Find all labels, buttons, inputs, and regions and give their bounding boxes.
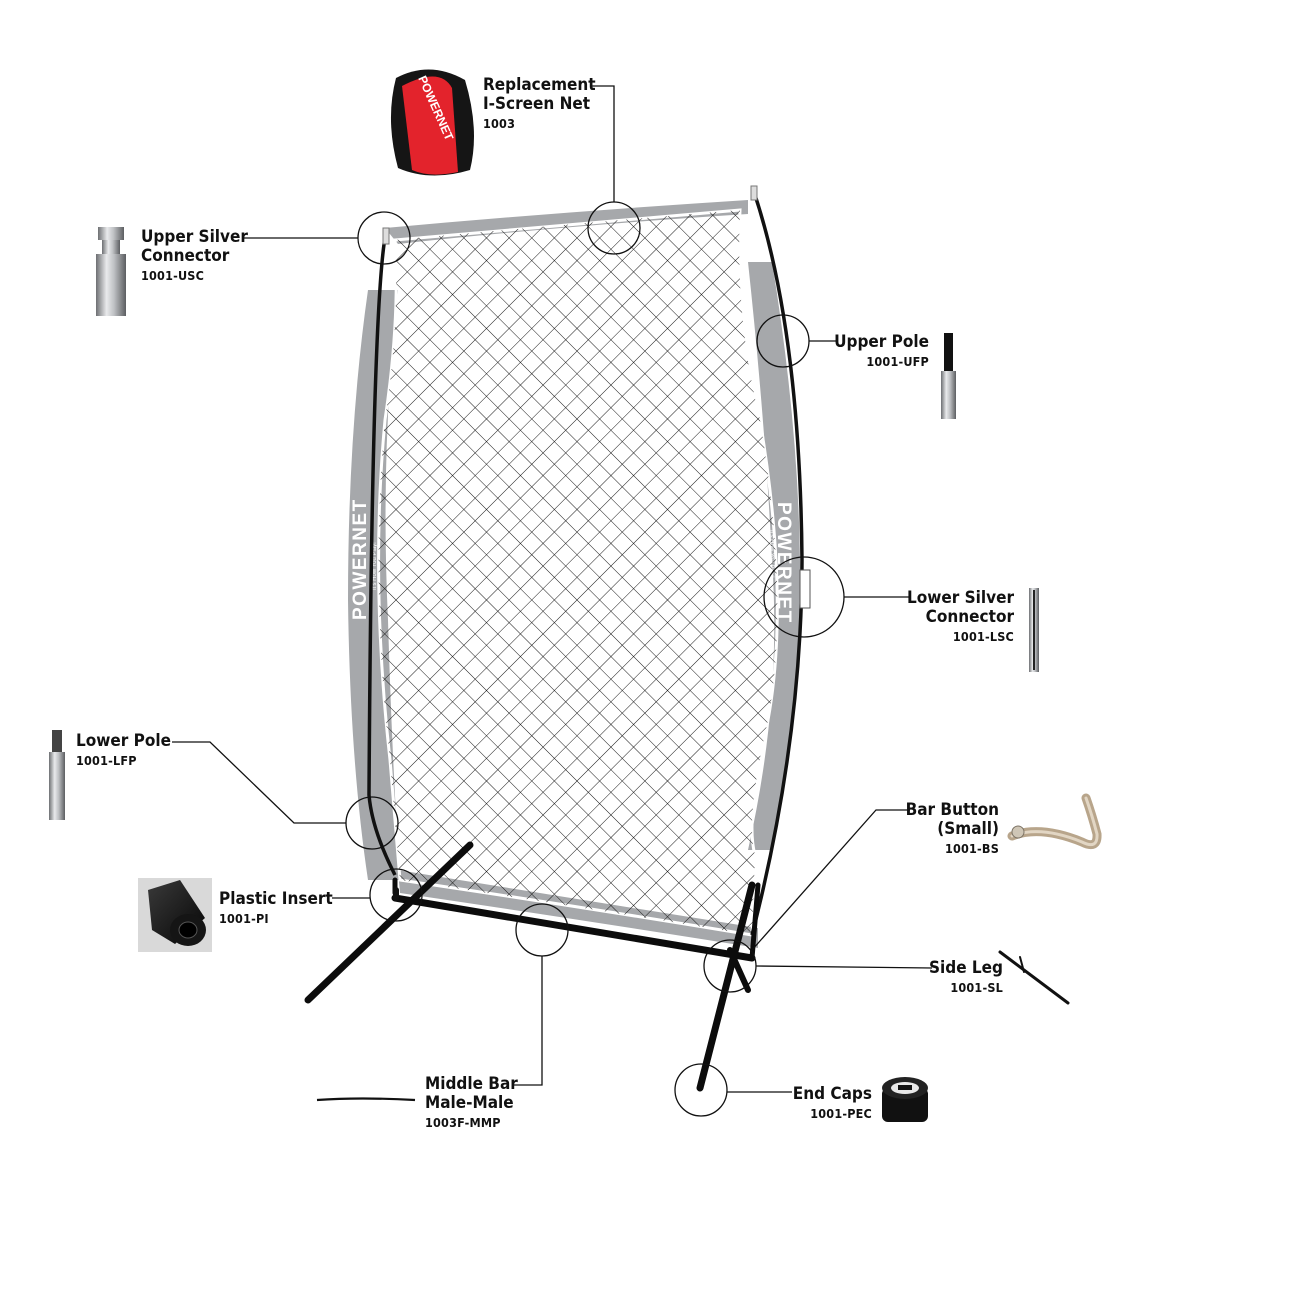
part-name: Lower Pole xyxy=(76,731,171,751)
part-name: Male-Male xyxy=(425,1093,514,1113)
label-upper-silver-connector: Upper Silver Connector 1001-USC xyxy=(141,228,248,283)
part-code: 1001-BS xyxy=(944,841,999,856)
part-code: 1001-LSC xyxy=(952,629,1014,644)
part-code: 1001-PEC xyxy=(810,1106,872,1121)
label-plastic-insert: Plastic Insert 1001-PI xyxy=(219,890,333,926)
part-code: 1001-UFP xyxy=(866,354,929,369)
label-lower-pole: Lower Pole 1001-LFP xyxy=(76,732,171,768)
pole-icon xyxy=(941,333,956,419)
label-end-caps: End Caps 1001-PEC xyxy=(770,1085,872,1121)
i-screen-frame: POWERNET It's How You Play! POWERNET It'… xyxy=(304,185,811,1092)
silver-connector-icon xyxy=(96,227,126,316)
right-frame-pole xyxy=(750,191,804,936)
part-name: Connector xyxy=(925,607,1014,627)
left-frame-pole xyxy=(367,231,397,876)
label-middle-bar: Middle Bar Male-Male 1003F-MMP xyxy=(425,1075,518,1130)
part-name: Bar Button xyxy=(905,800,999,820)
part-name: Connector xyxy=(141,246,230,266)
part-code: 1001-LFP xyxy=(76,753,137,768)
part-name: Upper Pole xyxy=(834,332,929,352)
label-side-leg: Side Leg 1001-SL xyxy=(880,959,1003,995)
part-name: Plastic Insert xyxy=(219,889,333,909)
label-replacement-net: Replacement I-Screen Net 1003 xyxy=(483,76,596,131)
part-name: Upper Silver xyxy=(141,227,248,247)
part-code: 1003F-MMP xyxy=(425,1115,501,1130)
label-bar-button: Bar Button (Small) 1001-BS xyxy=(860,801,999,856)
part-code: 1001-PI xyxy=(219,911,269,926)
callouts xyxy=(172,85,933,1117)
left-panel-wordmark: POWERNET xyxy=(350,498,371,620)
leg-bar-icon xyxy=(998,950,1070,1005)
part-name: (Small) xyxy=(937,819,999,839)
part-name: Side Leg xyxy=(929,958,1003,978)
part-name: Middle Bar xyxy=(425,1074,518,1094)
folded-net-bag-icon: POWERNET xyxy=(390,69,474,176)
part-name: I-Screen Net xyxy=(483,94,591,114)
spring-clip-icon xyxy=(1007,793,1102,850)
part-name: Lower Silver xyxy=(906,588,1014,608)
silver-tube-icon xyxy=(1029,588,1039,672)
left-panel-tagline: It's How You Play! xyxy=(372,542,378,590)
plastic-insert-icon xyxy=(138,878,212,952)
net-mesh xyxy=(378,210,778,935)
right-panel-tagline: It's How You Play! xyxy=(768,530,774,578)
part-code: 1003 xyxy=(483,116,516,131)
part-name: End Caps xyxy=(792,1084,872,1104)
lower-pole-icon xyxy=(49,730,65,820)
part-code: 1001-USC xyxy=(141,268,205,283)
straight-bar-icon xyxy=(316,1097,416,1102)
part-code: 1001-SL xyxy=(950,980,1003,995)
part-name: Replacement xyxy=(483,75,596,95)
end-cap-icon xyxy=(882,1077,928,1122)
label-upper-pole: Upper Pole 1001-UFP xyxy=(800,333,929,369)
label-lower-silver-connector: Lower Silver Connector 1001-LSC xyxy=(870,589,1014,644)
